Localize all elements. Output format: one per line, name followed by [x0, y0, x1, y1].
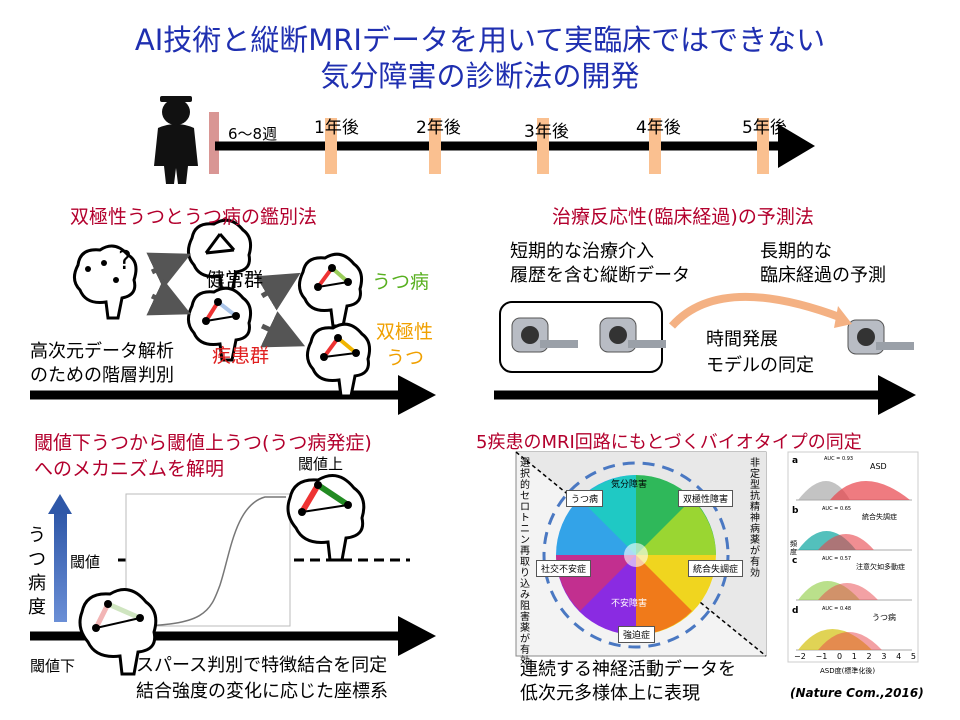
x-tick: 0 [836, 652, 843, 661]
density-panels [787, 451, 919, 663]
short-term-line-2: 履歴を含む縦断データ [510, 265, 690, 286]
long-term-line-2: 臨床経過の予測 [760, 265, 886, 286]
timeline-marker [429, 118, 441, 174]
x-tick: 2 [866, 652, 872, 661]
caption-sparse-1: スパース判別で特徴結合を同定 [136, 655, 388, 676]
wheel-box-schizophrenia: 統合失調症 [688, 560, 744, 577]
timeline-marker [325, 118, 337, 174]
label-healthy: 健常群 [206, 269, 264, 291]
axis-depression-degree: う つ 病 度 [28, 524, 46, 620]
section-heading-mechanism-2: へのメカニズムを解明 [34, 458, 225, 480]
model-line-2: モデルの同定 [706, 355, 814, 376]
x-tick: 1 [851, 652, 857, 661]
panel-auc: AUC = 0.48 [822, 606, 852, 612]
wheel-box-social-anxiety: 社交不安症 [536, 560, 592, 577]
timeline-year-2: 2年後 [416, 118, 461, 138]
density-y-label: 頻度 [790, 540, 797, 556]
panel-label: 注意欠如多動症 [856, 563, 905, 571]
panel-letter: b [792, 506, 799, 516]
timeline [209, 112, 815, 174]
x-tick: 5 [910, 652, 916, 661]
label-bipolar-1: 双極性 [376, 321, 434, 343]
density-x-label: ASD度(標準化後) [820, 667, 876, 675]
timeline-week-label: 6～8週 [228, 125, 278, 143]
network-triangle [204, 233, 236, 255]
wheel-label-mood: 気分障害 [611, 480, 648, 490]
timeline-marker [757, 118, 769, 174]
brain-icon [73, 244, 138, 320]
wheel-label-anxiety: 不安障害 [611, 599, 648, 609]
question-mark: ? [118, 246, 132, 276]
brain-icon [306, 322, 371, 398]
mri-scanner-icon [847, 319, 914, 355]
label-depression: うつ病 [372, 271, 430, 293]
prediction-arrow [669, 292, 844, 329]
label-above-threshold: 閾値上 [298, 455, 344, 473]
depression-axis-bar [54, 512, 67, 622]
timeline-year-1: 1年後 [314, 118, 359, 138]
section-heading-mechanism-1: 閾値下うつから閾値上うつ(うつ病発症) [34, 432, 372, 454]
label-patients: 疾患群 [212, 345, 270, 367]
section-heading-biotype: 5疾患のMRI回路にもとづくバイオタイプの同定 [476, 432, 862, 453]
timeline-year-3: 3年後 [524, 122, 569, 142]
panel-letter: a [792, 456, 799, 466]
title-line-2: 気分障害の診断法の開発 [320, 59, 640, 93]
label-below-threshold: 閾値下 [30, 657, 76, 675]
x-tick: 4 [896, 652, 902, 661]
method-line-1: 高次元データ解析 [30, 341, 174, 362]
density-x-ticks: −2 −1 0 1 2 3 4 5 [794, 652, 916, 661]
panel-auc: AUC = 0.65 [822, 506, 852, 512]
long-term-line-1: 長期的な [760, 241, 832, 262]
label-threshold: 閾値 [70, 553, 101, 571]
timeline-marker [537, 118, 549, 174]
axis-char: 度 [28, 597, 46, 618]
wheel-note-ssri: 選択的セロトニン再取り込み阻害薬が有効 [520, 458, 530, 667]
section-heading-differential: 双極性うつとうつ病の鑑別法 [70, 206, 318, 228]
wheel-box-ocd: 強迫症 [618, 626, 656, 643]
timeline-year-4: 4年後 [636, 118, 681, 138]
panel-letter: c [792, 556, 798, 566]
section-heading-prediction: 治療反応性(臨床経過)の予測法 [552, 206, 814, 228]
axis-char: 病 [28, 573, 46, 594]
caption-manifold-1: 連続する神経活動データを [520, 659, 736, 680]
x-tick: 3 [881, 652, 887, 661]
person-icon [154, 96, 198, 184]
short-term-line-1: 短期的な治療介入 [510, 241, 654, 262]
mri-scanner-icon [599, 317, 666, 353]
panel-letter: d [792, 606, 799, 616]
x-tick: −1 [815, 652, 828, 661]
brain-icon [187, 286, 252, 362]
caption-manifold-2: 低次元多様体上に表現 [520, 683, 700, 704]
panel-label: 統合失調症 [862, 513, 897, 521]
axis-char: つ [28, 549, 46, 570]
axis-char: う [28, 525, 46, 546]
panel-auc: AUC = 0.93 [824, 456, 854, 462]
timeline-year-5: 5年後 [742, 118, 787, 138]
wheel-box-bipolar: 双極性障害 [678, 490, 734, 507]
wheel-note-antipsychotic: 非定型抗精神病薬が有効 [750, 458, 760, 579]
model-line-1: 時間発展 [706, 329, 778, 350]
brain-icon [286, 474, 366, 562]
method-line-2: のための階層判別 [30, 365, 174, 386]
panel-label: うつ病 [872, 613, 896, 622]
panel-auc: AUC = 0.57 [822, 556, 852, 562]
citation: (Nature Com.,2016) [790, 686, 924, 700]
title-line-1: AI技術と縦断MRIデータを用いて実臨床ではできない [134, 23, 826, 57]
panel-label: ASD [870, 462, 887, 471]
brain-icon [78, 588, 158, 676]
caption-sparse-2: 結合強度の変化に応じた座標系 [136, 681, 388, 702]
brain-icon [187, 218, 252, 294]
brain-icon [298, 252, 363, 328]
mri-scanner-icon [511, 317, 578, 353]
label-bipolar-2: うつ [386, 347, 425, 369]
x-tick: −2 [794, 652, 806, 661]
wheel-box-depression: うつ病 [566, 490, 604, 507]
timeline-marker [649, 118, 661, 174]
sigmoid-chart [125, 493, 291, 627]
